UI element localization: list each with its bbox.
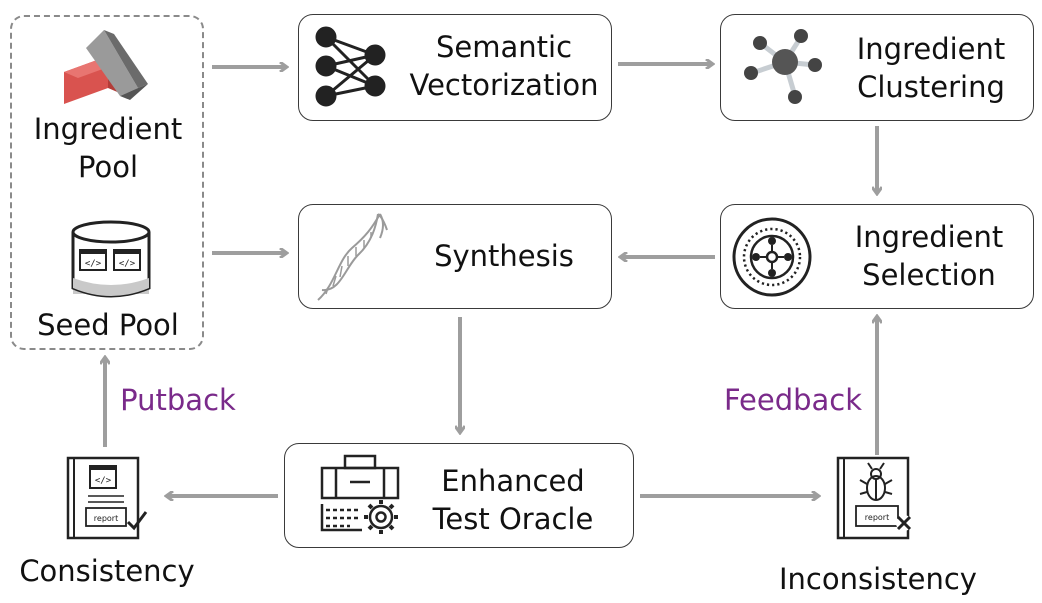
ingredient-selection-label-line2: Selection [862,258,996,292]
consistency-code-glyph: </> [95,476,112,486]
ingredient-clustering-label-line2: Clustering [857,70,1005,104]
test-oracle-toolbox-icon [320,454,400,534]
consistency-label: Consistency [19,554,195,588]
dna-icon [317,213,388,301]
semantic-vectorization-label-line1: Semantic [435,30,573,64]
ingredient-clustering-label-line1: Ingredient [856,32,1006,66]
semantic-vectorization-label-line2: Vectorization [409,68,599,102]
inconsistency-report-label: report [865,513,889,522]
inconsistency-label: Inconsistency [779,562,977,596]
seed-code-glyph-right: </> [119,259,136,269]
ingredient-selection-label-line1: Ingredient [854,220,1004,254]
consistency-report-label: report [94,514,118,523]
consistency-report-icon: </> report [66,456,148,540]
synthesis-label: Synthesis [434,239,574,273]
feedback-edge-label: Feedback [723,383,863,417]
ingredient-pool-label-line2: Pool [78,150,138,184]
bug-icon [859,462,893,501]
synthesis-node [298,204,612,309]
seed-code-glyph-left: </> [85,259,102,269]
ingredient-selection-node [720,204,1034,309]
input-pools-group [10,15,204,350]
enhanced-test-oracle-label-line1: Enhanced [441,464,585,498]
enhanced-test-oracle-label-line2: Test Oracle [432,502,594,536]
ingredient-bricks-icon [64,30,148,104]
semantic-vectorization-node [298,14,612,121]
seed-database-icon: </> </> [71,220,151,298]
putback-edge-label: Putback [120,383,236,417]
neural-network-icon [315,26,386,107]
ingredient-pool-label-line1: Ingredient [33,112,183,146]
inconsistency-report-icon: report [836,456,912,540]
selection-wheel-icon [732,217,812,297]
seed-pool-label: Seed Pool [37,308,179,342]
cluster-network-icon [744,29,822,104]
